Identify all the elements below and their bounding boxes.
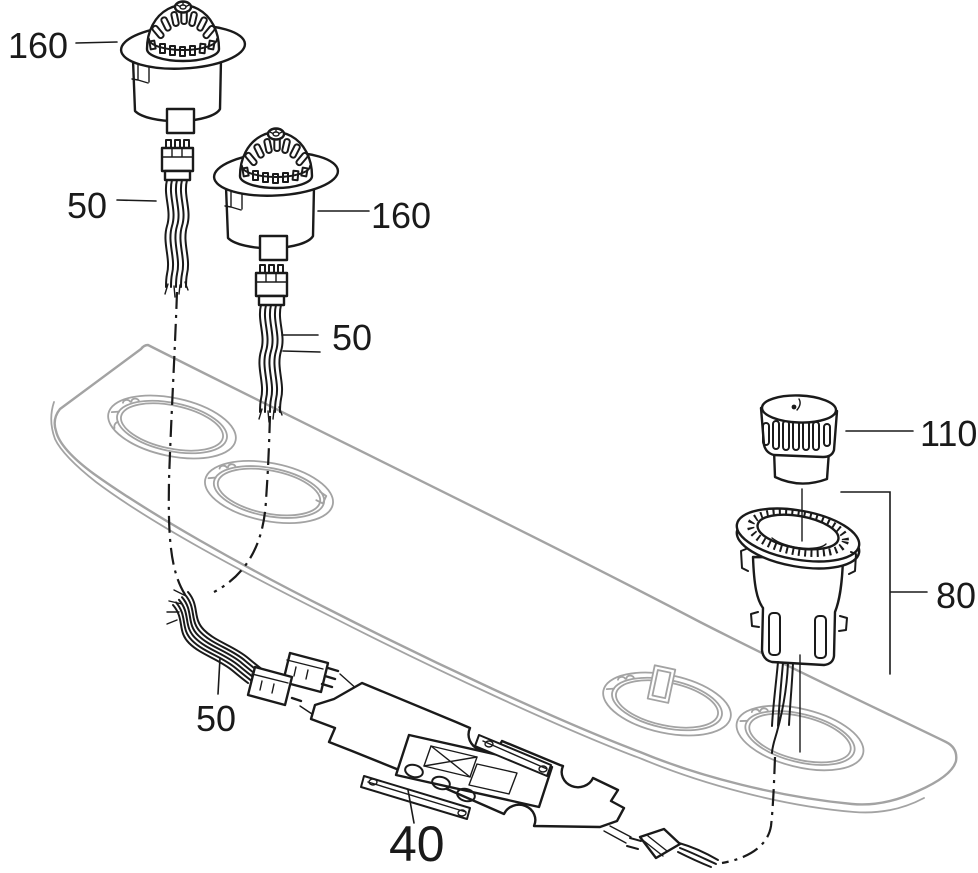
leader-50-upper xyxy=(116,199,157,202)
board-holes xyxy=(404,763,476,803)
socket-body xyxy=(751,555,845,667)
callout-50-lower: 50 xyxy=(196,698,236,739)
aux-connector xyxy=(603,825,719,868)
knob-axis-line xyxy=(799,488,803,753)
harness-connector-lower-half xyxy=(246,665,294,707)
knob-switch-lower xyxy=(211,127,341,262)
center-line-b xyxy=(213,415,272,593)
panel-outline xyxy=(53,343,958,806)
socket-side-clips xyxy=(740,548,857,575)
control-knob xyxy=(759,394,839,485)
harness-connector-upper-half xyxy=(281,651,330,694)
knob-stem xyxy=(772,448,831,485)
panel-hole-3-tab xyxy=(646,664,677,704)
knob-top-face xyxy=(760,394,838,424)
module-cutout-plain xyxy=(468,763,518,795)
board-rail-lower xyxy=(360,775,471,820)
knob-switch-upper xyxy=(118,0,248,135)
center-line-c xyxy=(721,756,777,865)
callout-160-lower: 160 xyxy=(371,195,431,236)
leader-50-middle xyxy=(281,334,321,353)
connector-pins xyxy=(290,666,340,703)
socket-clip-slots xyxy=(768,612,827,659)
callout-110: 110 xyxy=(920,413,977,454)
aux-connector-wires xyxy=(677,842,719,868)
callout-160-upper: 160 xyxy=(8,25,68,66)
callout-50-middle: 50 xyxy=(332,317,372,358)
leader-80-bracket xyxy=(840,491,928,675)
knob-socket xyxy=(735,507,861,754)
panel-thickness-edge xyxy=(50,401,925,814)
panel-hole-4 xyxy=(735,704,865,772)
socket-wires xyxy=(771,661,794,754)
callout-80: 80 xyxy=(936,575,976,616)
panel-hole-1 xyxy=(107,394,237,460)
knob-pointer-mark xyxy=(791,404,797,410)
callout-leaders xyxy=(75,41,928,824)
leader-50-lower xyxy=(217,657,221,695)
callout-labels: 160 50 160 50 110 80 50 40 xyxy=(8,25,977,872)
rail-rivets xyxy=(368,740,548,817)
callout-40-highlight: 40 xyxy=(389,816,445,872)
leader-40 xyxy=(407,789,415,824)
leader-160-upper xyxy=(75,41,118,44)
callout-50-upper: 50 xyxy=(67,185,107,226)
aux-connector-pins xyxy=(626,837,642,850)
wiring-harness-lower xyxy=(166,589,369,727)
wiring-harness-upper xyxy=(160,138,195,299)
center-line-a xyxy=(167,291,187,597)
wiring-harness-middle xyxy=(254,263,289,424)
socket-scale-ticks xyxy=(747,509,849,557)
wire-frayed-ends xyxy=(166,589,187,625)
circuit-board xyxy=(309,681,626,829)
